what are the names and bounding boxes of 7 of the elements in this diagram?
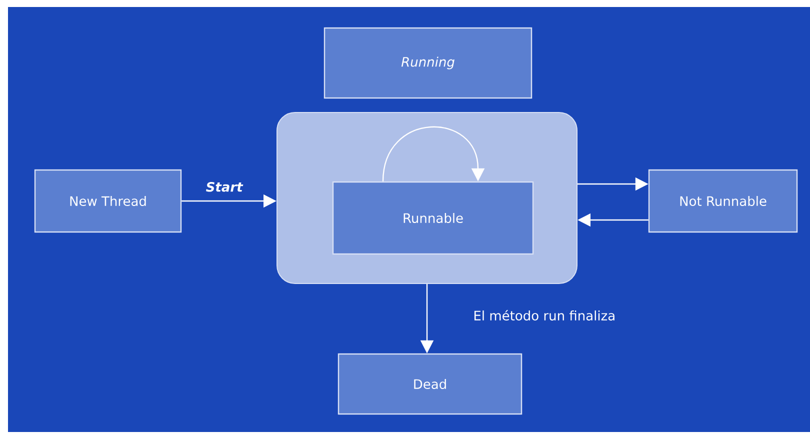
state-box: Running	[324, 27, 532, 99]
state-box: New Thread	[34, 169, 182, 233]
arrow	[382, 126, 485, 182]
state-box: Not Runnable	[648, 169, 798, 233]
state-box: Runnable	[332, 181, 534, 255]
edge-label: El método run finaliza	[472, 308, 617, 322]
state-box: Dead	[338, 353, 522, 415]
